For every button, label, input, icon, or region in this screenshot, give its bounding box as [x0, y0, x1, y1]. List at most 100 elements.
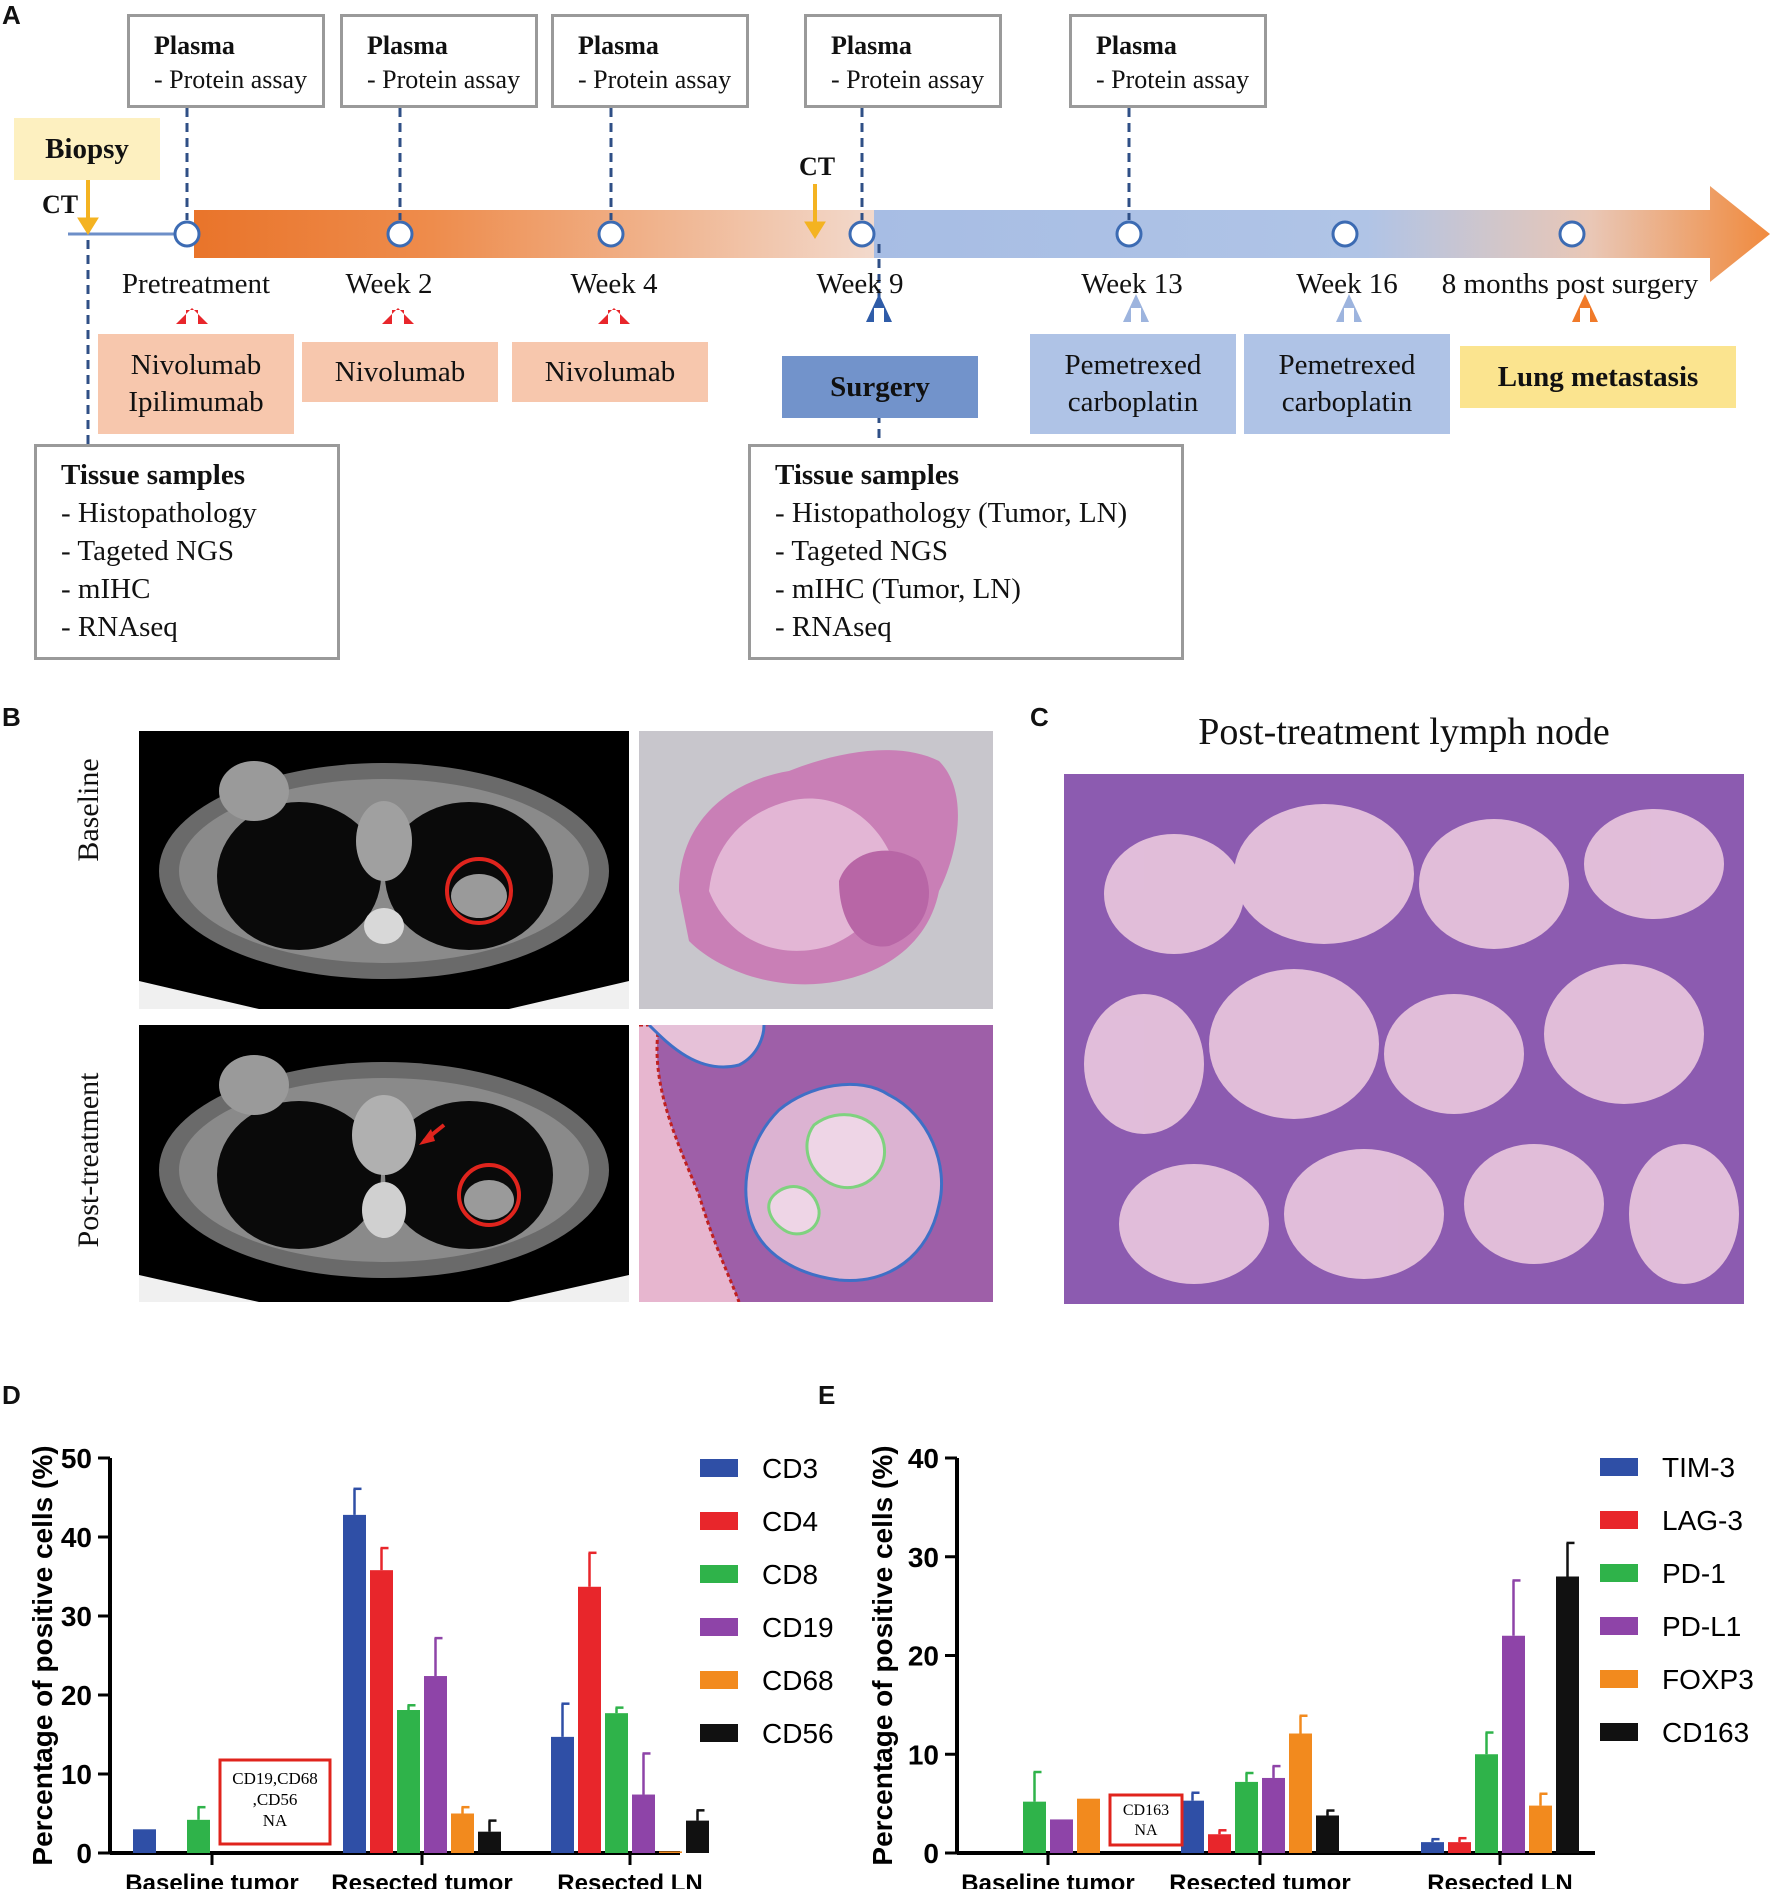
x-tick-label: Resected LN [557, 1870, 702, 1889]
y-tick-label: 20 [61, 1680, 92, 1711]
legend-swatch [700, 1724, 738, 1742]
bar [1262, 1777, 1285, 1853]
legend-swatch [1600, 1617, 1638, 1635]
treatment-chemo-week13: Pemetrexed carboplatin [1030, 334, 1236, 434]
legend-swatch [700, 1671, 738, 1689]
plasma-subtitle: - Protein assay [154, 65, 308, 94]
ct-label-presurgery: CT [799, 152, 836, 181]
legend-label: CD4 [762, 1506, 818, 1537]
y-tick-label: 10 [61, 1759, 92, 1790]
y-tick-label: 0 [76, 1838, 92, 1869]
legend-label: PD-L1 [1662, 1611, 1741, 1642]
drug-name: carboplatin [1281, 386, 1413, 418]
legend-label: CD8 [762, 1559, 818, 1590]
tissue-sample-item: - RNAseq [775, 611, 892, 643]
bar [578, 1586, 601, 1853]
y-tick-label: 50 [61, 1443, 92, 1474]
plasma-box-week13: Plasma - Protein assay [1069, 14, 1267, 108]
bar [1316, 1815, 1339, 1853]
tissue-sample-item: - mIHC (Tumor, LN) [775, 573, 1021, 605]
bar [1289, 1733, 1312, 1853]
plasma-subtitle: - Protein assay [1096, 65, 1250, 94]
treatment-chemo-week16: Pemetrexed carboplatin [1244, 334, 1450, 434]
row-label-baseline: Baseline [72, 758, 105, 862]
legend-swatch [1600, 1564, 1638, 1582]
bar [451, 1813, 474, 1853]
bar [424, 1676, 447, 1853]
legend-swatch [700, 1512, 738, 1530]
legend-swatch [1600, 1723, 1638, 1741]
y-tick-label: 30 [61, 1601, 92, 1632]
timepoint-week4: Week 4 [570, 268, 658, 300]
y-tick-label: 20 [908, 1641, 939, 1672]
row-label-post-treatment: Post-treatment [72, 1072, 105, 1248]
legend-swatch [1600, 1670, 1638, 1688]
plasma-box-week2: Plasma - Protein assay [340, 14, 538, 108]
y-tick-label: 30 [908, 1542, 939, 1573]
bar [551, 1736, 574, 1853]
plasma-subtitle: - Protein assay [367, 65, 521, 94]
plasma-title: Plasma [154, 31, 235, 60]
timepoint-pretreatment: Pretreatment [121, 268, 271, 300]
tissue-sample-item: - Histopathology [61, 497, 257, 529]
legend-label: CD3 [762, 1453, 818, 1484]
treatment-nivolumab-ipilimumab: Nivolumab Ipilimumab [98, 334, 294, 434]
ct-label-baseline: CT [42, 190, 79, 219]
na-annotation-box [218, 1758, 332, 1846]
panel-a-letter: A [2, 0, 21, 30]
treatment-nivolumab-week2: Nivolumab [302, 342, 498, 402]
na-annotation-text: CD19,CD68 [232, 1769, 317, 1788]
biopsy-label: Biopsy [14, 118, 160, 180]
tissue-samples-title: Tissue samples [775, 459, 959, 491]
timepoint-week16: Week 16 [1296, 268, 1398, 300]
bar [659, 1851, 682, 1853]
immunotherapy-phase-bar [194, 210, 874, 258]
bar [1050, 1819, 1073, 1853]
panel-c-letter: C [1030, 702, 1049, 732]
x-tick-label: Resected tumor [1169, 1870, 1350, 1889]
na-annotation-text: NA [263, 1811, 288, 1830]
tissue-sample-item: - Tageted NGS [775, 535, 949, 567]
bar [187, 1819, 210, 1853]
legend-label: CD56 [762, 1718, 834, 1749]
na-annotation-text: NA [1134, 1822, 1158, 1839]
bar [1556, 1576, 1579, 1853]
legend-label: TIM-3 [1662, 1452, 1735, 1483]
y-axis-label: Percentage of positive cells (%) [27, 1445, 58, 1865]
tissue-sample-item: - Tageted NGS [61, 535, 235, 567]
bar [1208, 1834, 1231, 1853]
legend-swatch [700, 1565, 738, 1583]
drug-name: Pemetrexed [1278, 349, 1416, 381]
tissue-sample-item: - Histopathology (Tumor, LN) [775, 497, 1128, 529]
x-tick-label: Resected tumor [331, 1870, 512, 1889]
bar [370, 1570, 393, 1853]
legend-swatch [700, 1618, 738, 1636]
drug-name: Ipilimumab [128, 386, 264, 418]
treatment-nivolumab-week4: Nivolumab [512, 342, 708, 402]
na-annotation-text: CD163 [1123, 1802, 1169, 1819]
legend-swatch [1600, 1458, 1638, 1476]
plasma-title: Plasma [1096, 31, 1177, 60]
plasma-box-week4: Plasma - Protein assay [551, 14, 749, 108]
y-tick-label: 40 [61, 1522, 92, 1553]
bar [343, 1514, 366, 1853]
bar [686, 1820, 709, 1853]
drug-name: carboplatin [1067, 386, 1199, 418]
drug-name: Nivolumab [130, 349, 262, 381]
timepoint-week13: Week 13 [1081, 268, 1183, 300]
histology-post-treatment [639, 1025, 993, 1302]
x-tick-label: Resected LN [1427, 1870, 1572, 1889]
x-tick-label: Baseline tumor [961, 1870, 1134, 1889]
bar [1421, 1842, 1444, 1853]
surgery-label: Surgery [782, 356, 978, 418]
ct-scan-baseline [139, 731, 629, 1009]
post-surgery-phase-arrow [874, 186, 1770, 282]
legend-label: FOXP3 [1662, 1664, 1754, 1695]
y-axis-label: Percentage of positive cells (%) [867, 1445, 898, 1865]
timeline-diagram [68, 108, 1770, 444]
bar [605, 1713, 628, 1853]
bar [1475, 1754, 1498, 1853]
drug-name: Pemetrexed [1064, 349, 1202, 381]
bar [1529, 1805, 1552, 1853]
